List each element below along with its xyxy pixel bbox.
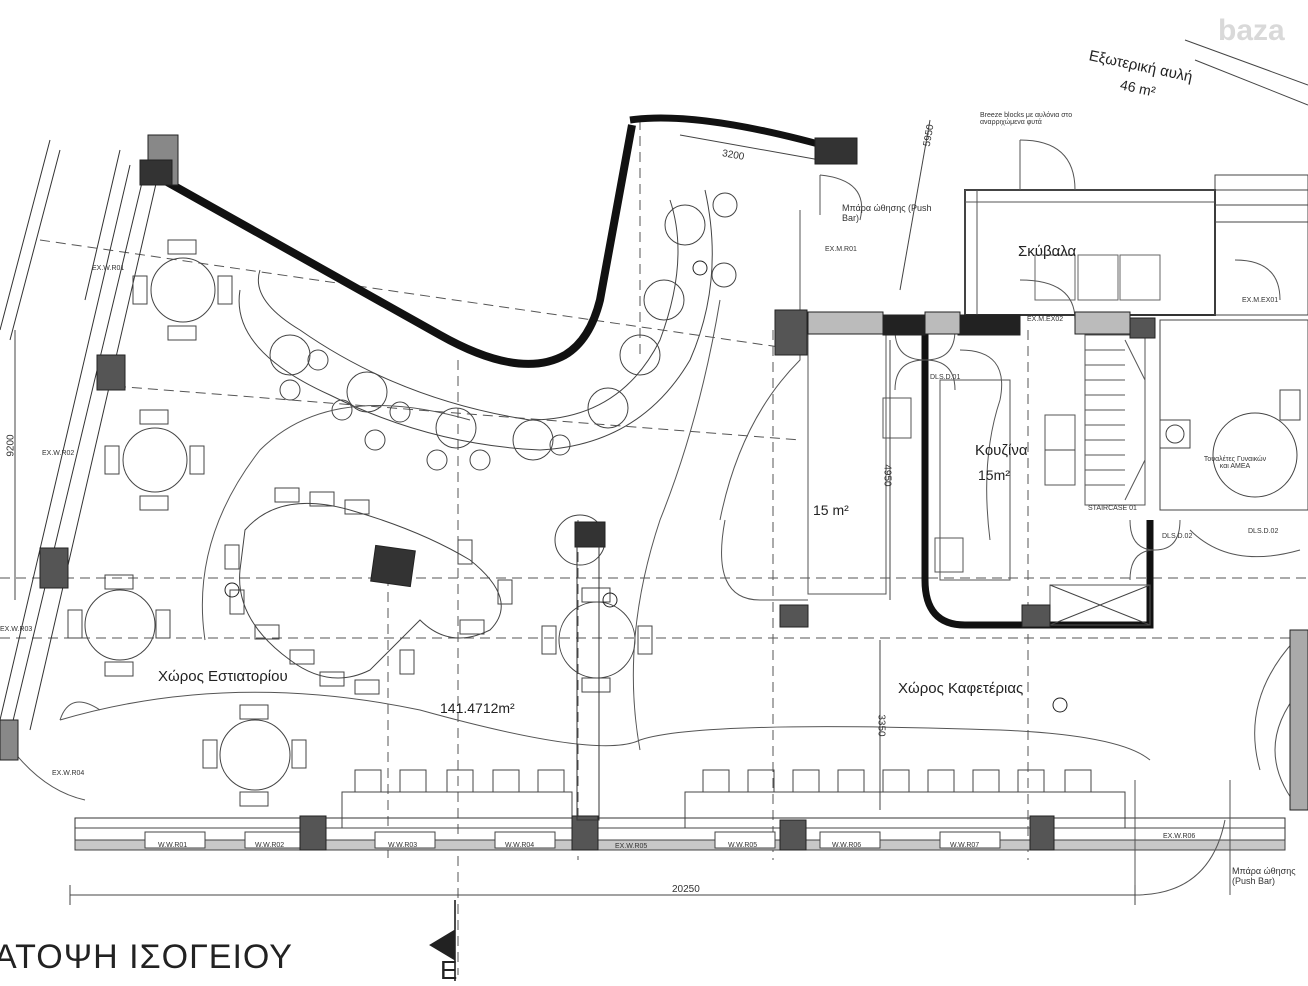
tag-w-w-r06: W.W.R06 [832, 842, 862, 849]
circulation-curves [59, 210, 1301, 761]
chairs [67, 239, 653, 807]
round-stools [269, 192, 738, 471]
columns [0, 134, 1308, 851]
communal-table [239, 502, 502, 679]
restaurant-area: 141.4712m² [440, 700, 515, 716]
restaurant-label: Χώρος Εστιατορίου [158, 668, 288, 685]
cafeteria-label: Χώρος Καφετέριας [898, 680, 1024, 697]
plan-title: ΑΤΟΨΗ ΙΣΟΓΕΙΟΥ [0, 938, 293, 976]
door-swings [4, 139, 1301, 896]
tag-ex-m-r01: EX.M.R01 [825, 246, 857, 253]
wc-area [1159, 319, 1308, 511]
axis-lines [0, 120, 1308, 975]
tag-w-w-r05: W.W.R05 [728, 842, 758, 849]
push-bar-top: Μπάρα ώθησης (Push Bar) [842, 203, 932, 223]
section-arrow [429, 929, 456, 961]
waste-room [964, 189, 1216, 316]
bar-counter-right [684, 791, 1126, 829]
dim-cafe-depth: 3350 [875, 714, 887, 737]
kitchen-wall [921, 330, 1154, 629]
tag-staircase: STAIRCASE 01 [1088, 505, 1137, 512]
storage-area: 15 m² [813, 502, 849, 518]
tag-ex-w-r03: EX.W.R03 [0, 626, 33, 633]
tag-ex-w-r06: EX.W.R06 [1163, 833, 1196, 840]
push-bar-bottom: Μπάρα ώθησης (Push Bar) [1232, 866, 1296, 886]
tag-ex-w-r02: EX.W.R02 [42, 450, 75, 457]
bar-stools [354, 769, 1092, 793]
wc-label: Τουαλέτες Γυναικών και ΑΜΕΑ [1203, 456, 1267, 470]
dimension-lines [14, 39, 1308, 905]
bar-counter-left [341, 791, 573, 829]
tag-ex-w-r01: EX.W.R01 [92, 265, 125, 272]
tag-dls-d02: DLS.D.02 [1162, 533, 1193, 540]
kitchen-label: Κουζίνα [975, 442, 1028, 459]
tag-ex-w-r04: EX.W.R04 [52, 770, 85, 777]
tag-ex-m-ex01: EX.M.EX01 [1242, 297, 1279, 304]
section-marker-label: Ε [440, 955, 458, 985]
watermark: baza [1218, 14, 1285, 47]
tag-ex-w-r05: EX.W.R05 [615, 843, 648, 850]
dim-total-width: 20250 [672, 884, 700, 895]
dim-left-height: 9200 [5, 434, 17, 457]
tag-dls-d01: DLS.D.01 [930, 374, 961, 381]
kitchen-counter [939, 379, 1011, 581]
tag-dls-d02b: DLS.D.02 [1248, 528, 1279, 535]
waste-room-label: Σκύβαλα [1018, 243, 1077, 260]
left-facade [0, 139, 159, 731]
tag-w-w-r07: W.W.R07 [950, 842, 980, 849]
staircase [1084, 334, 1146, 506]
communal-chairs [224, 487, 513, 695]
breeze-blocks-note: Breeze blocks με αυλόνια στο αναρριχώμεν… [980, 112, 1073, 126]
tag-w-w-r04: W.W.R04 [505, 842, 535, 849]
dim-kitchen-depth: 4950 [881, 464, 893, 487]
tag-w-w-r01: W.W.R01 [158, 842, 188, 849]
tag-w-w-r02: W.W.R02 [255, 842, 285, 849]
s-markers [224, 260, 1068, 713]
storage-room [807, 331, 887, 595]
curved-wall [158, 124, 636, 368]
tag-w-w-r03: W.W.R03 [388, 842, 418, 849]
kitchen-area: 15m² [978, 467, 1010, 483]
tag-ex-m-ex02: EX.M.EX02 [1027, 316, 1064, 323]
